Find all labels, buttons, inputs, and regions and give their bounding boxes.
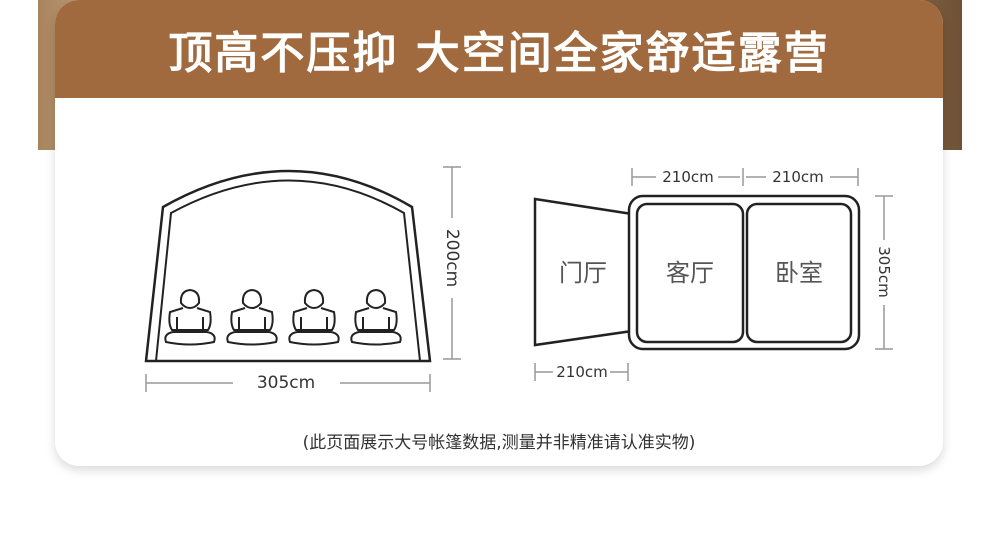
room-label-living: 客厅: [666, 259, 714, 287]
seated-person-icon: [164, 288, 216, 346]
depth-label: 305cm: [875, 246, 893, 298]
room-label-bedroom: 卧室: [775, 259, 823, 287]
bedroom-width-label: 210cm: [772, 168, 824, 186]
vestibule-depth-dimension: [534, 363, 629, 381]
vestibule-depth-label: 210cm: [556, 363, 608, 381]
occupant-group: [164, 288, 402, 346]
tent-outer-outline: [144, 169, 432, 363]
tent-front-view: [144, 169, 432, 363]
banner-title: 顶高不压抑 大空间全家舒适露营: [168, 28, 830, 79]
tent-height-dimension: [443, 166, 461, 360]
tent-floor-plan: [533, 194, 861, 351]
room-label-vestibule: 门厅: [559, 259, 607, 287]
seated-person-icon: [288, 288, 340, 346]
tent-inner-outline: [155, 179, 421, 362]
tent-width-dimension: [145, 374, 431, 392]
disclaimer-note: (此页面展示大号帐篷数据,测量并非精准请认准实物): [302, 433, 696, 453]
floor-plan-depth-dimension: [875, 195, 893, 350]
seated-person-icon: [226, 288, 278, 346]
bedroom-outline: [745, 202, 853, 344]
seated-person-icon: [350, 288, 402, 346]
tent-height-label: 200cm: [442, 229, 462, 287]
living-width-label: 210cm: [662, 168, 714, 186]
floor-plan-top-dimensions: [631, 168, 859, 186]
title-banner: 顶高不压抑 大空间全家舒适露营: [55, 0, 943, 98]
living-room-outline: [635, 202, 745, 344]
tent-width-label: 305cm: [257, 373, 315, 393]
